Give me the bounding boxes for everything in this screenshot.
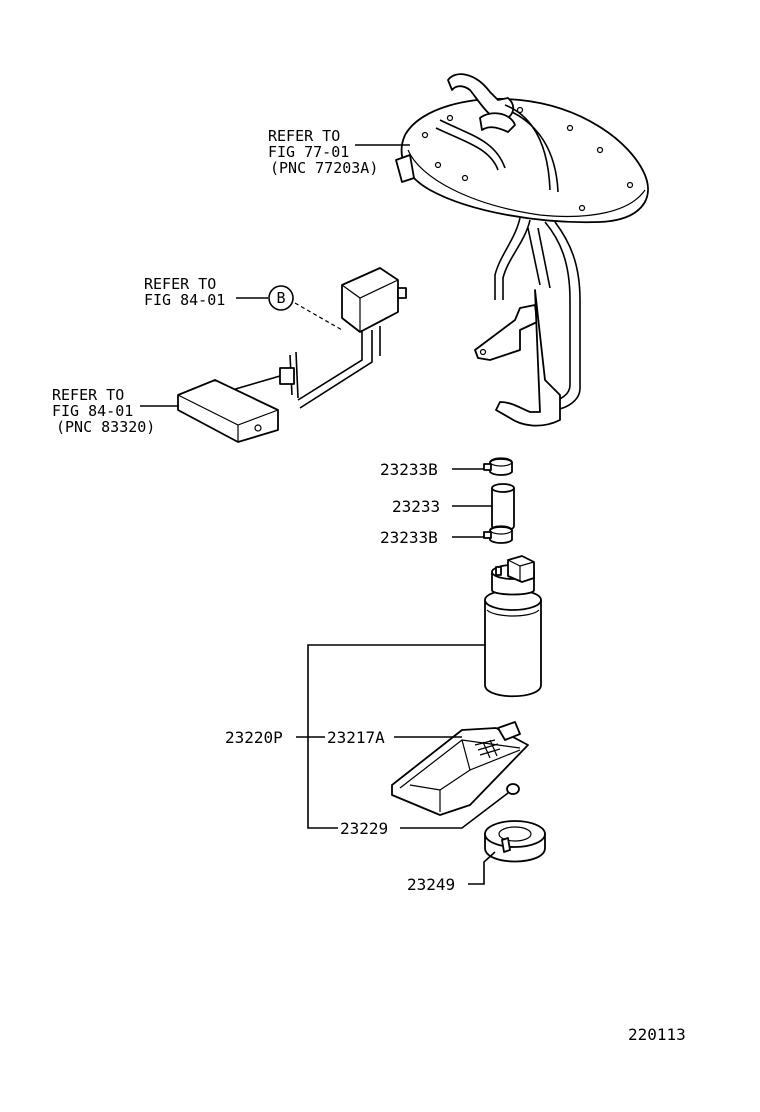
reference-middle-line2: FIG 84-01 [144,291,225,309]
reference-lower-line3: (PNC 83320) [56,418,155,436]
reference-lower-line1: REFER TO [52,386,124,404]
fuel-pump [484,555,542,698]
part-label-clamp-lower: 23233B [380,528,438,547]
part-label-filter: 23217A [327,728,385,747]
cushion [506,783,520,795]
part-label-cushion: 23229 [340,819,388,838]
reference-top-line1: REFER TO [268,127,340,145]
fuel-sender-plate [395,73,649,427]
sender-gauge-unit [177,267,407,443]
part-label-pump-assembly: 23220P [225,728,283,747]
reference-top-line3: (PNC 77203A) [270,159,378,177]
reference-middle: REFER TO FIG 84-01 B [144,275,294,311]
clamp-lower: 23233B [380,525,513,547]
callout-marker-b: B [276,289,285,307]
reference-top-line2: FIG 77-01 [268,143,349,161]
reference-lower-line2: FIG 84-01 [52,402,133,420]
hose: 23233 [392,483,515,532]
fuel-filter [391,721,529,816]
clamp-upper: 23233B [380,457,513,479]
callout-marker-circle [268,285,294,311]
retainer-ring [484,820,546,863]
part-label-retainer: 23249 [407,875,455,894]
reference-middle-line1: REFER TO [144,275,216,293]
reference-top: REFER TO FIG 77-01 (PNC 77203A) [268,127,410,177]
pump-assembly-callouts: 23220P 23217A 23229 23249 [225,644,509,894]
reference-lower: REFER TO FIG 84-01 (PNC 83320) [52,386,178,436]
figure-number: 220113 [628,1025,686,1044]
part-label-clamp-upper: 23233B [380,460,438,479]
part-label-hose: 23233 [392,497,440,516]
